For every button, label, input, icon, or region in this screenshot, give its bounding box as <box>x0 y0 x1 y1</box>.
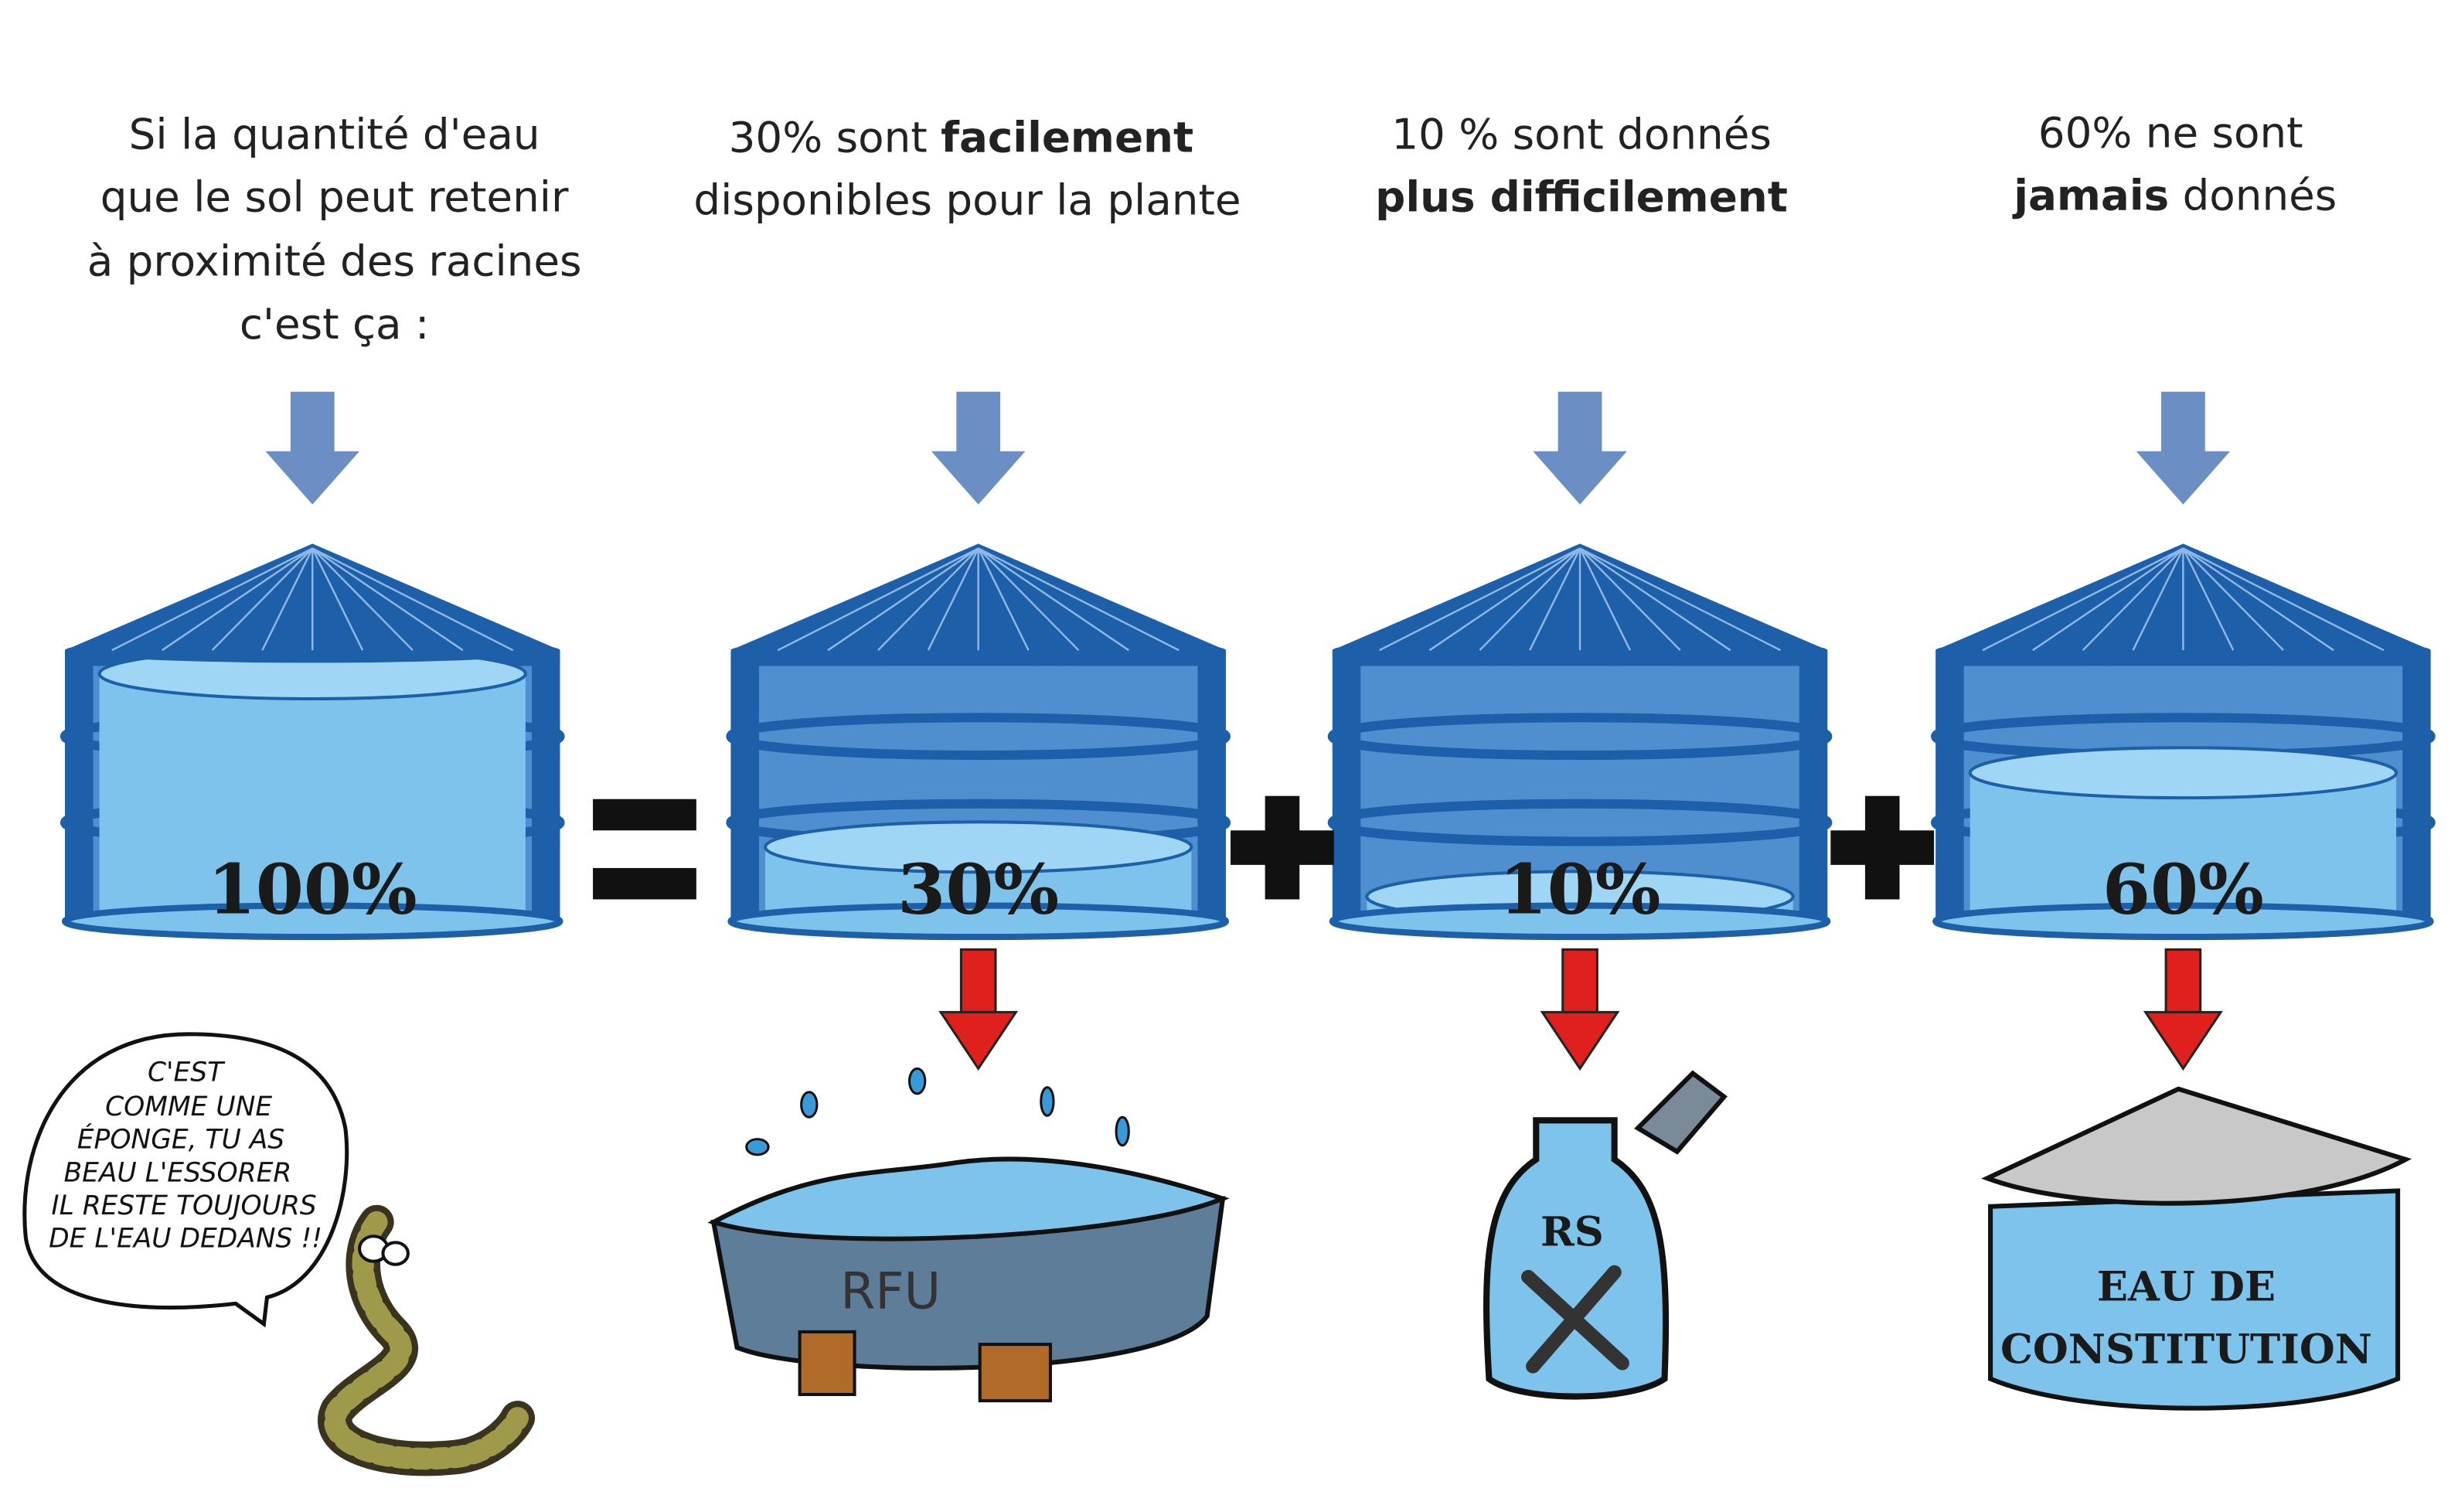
svg-text:RFU: RFU <box>840 1262 941 1320</box>
svg-text:ÉPONGE, TU AS: ÉPONGE, TU AS <box>77 1124 284 1156</box>
roof-rib <box>2132 547 2184 651</box>
roof-rib <box>2182 547 2235 651</box>
down-arrow-icon <box>2144 948 2222 1070</box>
caption-total: Si la quantité d'eau que le sol peut ret… <box>87 110 582 349</box>
svg-text:que le sol peut retenir: que le sol peut retenir <box>100 172 569 222</box>
roof-rib <box>1578 547 1631 651</box>
roof-rib <box>111 547 313 652</box>
roof-rib <box>211 547 314 652</box>
down-arrow-icon <box>931 391 1026 505</box>
roof-rib <box>978 547 1129 652</box>
down-arrow-icon <box>265 391 360 505</box>
roof-rib <box>161 547 313 652</box>
svg-text:Si la quantité d'eau: Si la quantité d'eau <box>129 110 540 159</box>
silo-percent-label: 100% <box>208 850 417 931</box>
roof-rib <box>977 547 1030 651</box>
svg-text:30% sont facilement: 30% sont facilement <box>729 113 1194 162</box>
down-arrow-icon <box>1533 391 1627 505</box>
svg-text:plus difficilement: plus difficilement <box>1375 172 1788 222</box>
roof-rib <box>312 547 364 651</box>
roof-rib <box>927 547 979 651</box>
svg-text:C'EST: C'EST <box>148 1057 226 1088</box>
caption-easy: 30% sont facilement disponibles pour la … <box>693 113 1241 225</box>
svg-text:disponibles pour la plante: disponibles pour la plante <box>693 175 1241 225</box>
silo-30-percent: 30% <box>726 543 1231 941</box>
roof-rib <box>312 547 414 652</box>
roof-rib <box>827 547 979 652</box>
rs-bottle-illustration: RS <box>1483 1070 1728 1400</box>
silo-60-percent: 60% <box>1931 543 2436 941</box>
caption-difficult: 10 % sont donnés plus difficilement <box>1375 110 1788 222</box>
silo-100-percent: 100% <box>60 543 565 941</box>
plus-sign <box>1231 795 1334 900</box>
svg-text:IL RESTE TOUJOURS: IL RESTE TOUJOURS <box>51 1190 316 1221</box>
svg-text:10 % sont donnés: 10 % sont donnés <box>1391 110 1772 159</box>
equals-sign <box>593 799 696 900</box>
rfu-tank-illustration: RFU <box>707 1067 1230 1403</box>
roof-rib <box>777 547 979 652</box>
caption-never: 60% ne sont jamais donnés <box>2012 108 2337 220</box>
roof-rib <box>977 547 1080 652</box>
svg-text:à proximité des racines: à proximité des racines <box>87 237 582 286</box>
roof-rib <box>2082 547 2184 652</box>
roof-rib <box>312 547 464 652</box>
svg-text:60% ne sont: 60% ne sont <box>2038 108 2303 158</box>
roof-rib <box>261 547 314 651</box>
roof-rib <box>1579 547 1782 652</box>
speech-bubble: C'EST COMME UNE ÉPONGE, TU AS BEAU L'ESS… <box>22 1032 349 1328</box>
roof-rib <box>2182 547 2334 652</box>
roof-rib <box>2182 547 2284 652</box>
constitution-silo-illustration: EAU DE CONSTITUTION <box>1981 1086 2412 1411</box>
roof-rib <box>1579 547 1731 652</box>
roof-rib <box>1428 547 1581 652</box>
roof-rib <box>1982 547 2184 652</box>
svg-text:c'est ça :: c'est ça : <box>240 299 430 349</box>
worm-illustration <box>318 1204 536 1476</box>
silo-percent-label: 30% <box>897 850 1059 931</box>
plus-sign <box>1830 795 1935 900</box>
svg-text:DE L'EAU DEDANS !!: DE L'EAU DEDANS !! <box>49 1223 322 1254</box>
silo-percent-label: 10% <box>1500 850 1661 931</box>
silo-10-percent: 10% <box>1327 543 1833 941</box>
roof-rib <box>978 547 1180 652</box>
roof-rib <box>312 547 514 652</box>
svg-text:EAU DE: EAU DE <box>2097 1263 2276 1310</box>
down-arrow-icon <box>939 948 1017 1070</box>
svg-text:RS: RS <box>1541 1208 1604 1255</box>
svg-text:COMME UNE: COMME UNE <box>105 1091 272 1122</box>
roof-rib <box>1579 547 1681 652</box>
roof-rib <box>2182 547 2385 652</box>
roof-rib <box>1529 547 1581 651</box>
silo-percent-label: 60% <box>2102 850 2264 931</box>
roof-rib <box>877 547 979 652</box>
roof-rib <box>1479 547 1581 652</box>
svg-text:BEAU L'ESSORER: BEAU L'ESSORER <box>64 1157 292 1188</box>
down-arrow-icon <box>1541 948 1619 1070</box>
down-arrow-icon <box>2136 391 2231 505</box>
roof-rib <box>1379 547 1581 652</box>
roof-rib <box>2032 547 2184 652</box>
svg-text:jamais donnés: jamais donnés <box>2012 171 2337 220</box>
svg-text:CONSTITUTION: CONSTITUTION <box>2000 1326 2372 1373</box>
